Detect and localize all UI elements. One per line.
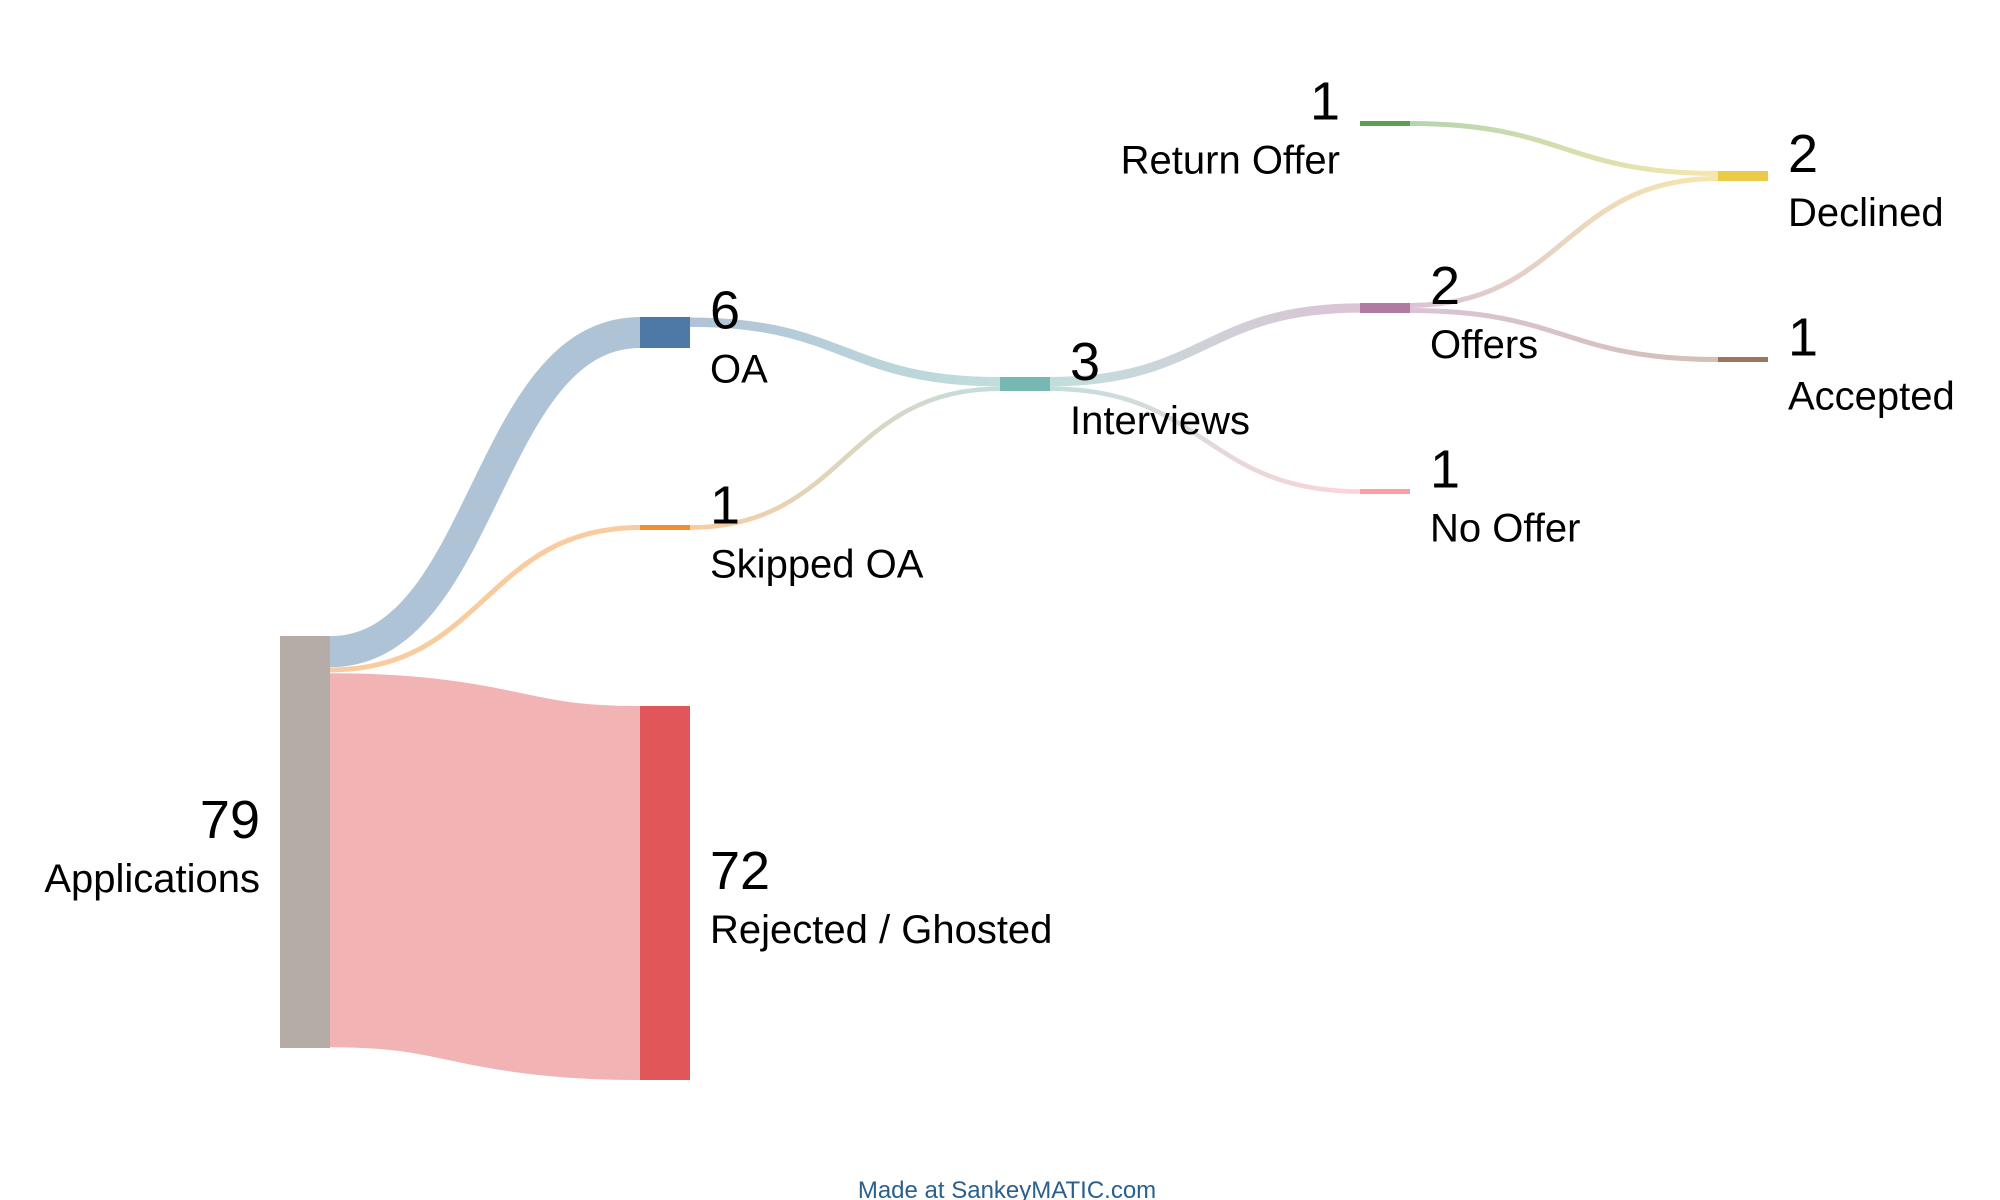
node-skipped-oa-value: 1: [710, 476, 740, 536]
link-offers-to-accepted: [1409, 308, 1719, 362]
node-declined-label: Declined: [1788, 191, 1944, 235]
node-rejected: [640, 706, 690, 1080]
node-offers-label: Offers: [1430, 323, 1538, 367]
node-interviews: [1000, 377, 1050, 391]
sankey-nodes: [280, 121, 1768, 1080]
node-skipped-oa-label: Skipped OA: [710, 543, 924, 587]
node-rejected-value: 72: [710, 841, 770, 901]
node-declined: [1718, 171, 1768, 181]
node-return-offer-value: 1: [1310, 72, 1340, 132]
node-offers-value: 2: [1430, 256, 1460, 316]
node-oa-value: 6: [710, 281, 740, 341]
node-applications: [280, 636, 330, 1048]
node-no-offer-label: No Offer: [1430, 507, 1580, 551]
link-applications-to-rejected: [328, 673, 642, 1080]
node-interviews-value: 3: [1070, 332, 1100, 392]
link-oa-to-interviews: [689, 317, 1001, 387]
link-offers-to-declined: [1409, 176, 1719, 308]
link-applications-to-skipped_oa: [329, 525, 641, 673]
link-interviews-to-offers: [1049, 303, 1361, 387]
node-no-offer-value: 1: [1430, 440, 1460, 500]
node-accepted-label: Accepted: [1788, 375, 1955, 419]
node-oa-label: OA: [710, 348, 768, 392]
sankeymatic-credit[interactable]: Made at SankeyMATIC.com: [858, 1177, 1156, 1200]
node-applications-value: 79: [200, 790, 260, 850]
link-interviews-to-no_offer: [1049, 386, 1361, 494]
node-skipped-oa: [640, 525, 690, 530]
node-offers: [1360, 303, 1410, 313]
node-oa: [640, 317, 690, 348]
node-interviews-label: Interviews: [1070, 399, 1250, 443]
link-skipped_oa-to-interviews: [689, 386, 1001, 530]
link-applications-to-oa: [329, 317, 641, 668]
node-return-offer: [1360, 121, 1410, 126]
node-return-offer-label: Return Offer: [1121, 139, 1340, 183]
node-declined-value: 2: [1788, 124, 1818, 184]
node-rejected-label: Rejected / Ghosted: [710, 908, 1052, 952]
node-applications-label: Applications: [44, 857, 260, 901]
sankey-links: [328, 121, 1719, 1080]
node-accepted-value: 1: [1788, 308, 1818, 368]
node-no-offer: [1360, 489, 1410, 494]
node-accepted: [1718, 357, 1768, 362]
link-return_offer-to-declined: [1409, 121, 1719, 176]
